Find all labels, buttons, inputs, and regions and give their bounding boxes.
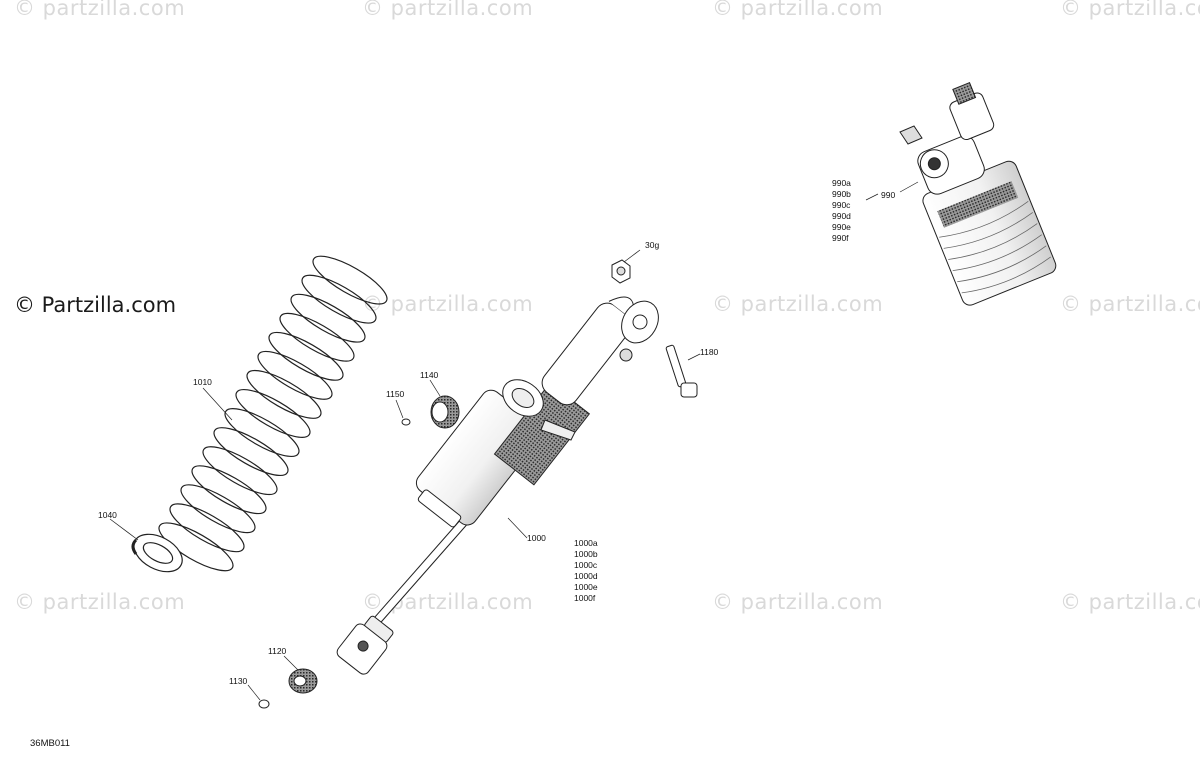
callout-1000-variant: 1000d	[574, 571, 598, 581]
adjuster-knob-1140	[430, 395, 460, 429]
callout-1000-variant: 1000f	[574, 593, 596, 603]
callout-990-variant: 990a	[832, 178, 851, 188]
callout-30g: 30g	[645, 240, 659, 250]
callout-990-variant: 990e	[832, 222, 851, 232]
retainer-clip-1040	[131, 533, 183, 573]
shock-absorber-1000	[336, 296, 659, 675]
callout-1010: 1010	[193, 377, 212, 387]
callout-labels: 990 990a 990b 990c 990d 990e 990f 30g 11…	[98, 178, 895, 686]
callout-990-variant: 990d	[832, 211, 851, 221]
diagram-code: 36MB011	[30, 738, 70, 749]
shock-assembly-990	[899, 81, 1057, 306]
callout-1180: 1180	[700, 347, 719, 357]
callout-1000-variant: 1000e	[574, 582, 598, 592]
watermark: © partzilla.com	[14, 590, 186, 614]
callout-990-variant: 990c	[832, 200, 851, 210]
callout-1000-variant: 1000a	[574, 538, 598, 548]
callout-990-variant: 990b	[832, 189, 851, 199]
callout-1120: 1120	[268, 646, 287, 656]
callout-1000-variant: 1000b	[574, 549, 598, 559]
watermark: © partzilla.com	[712, 292, 884, 316]
screw-1130	[258, 699, 270, 709]
callout-1000: 1000	[527, 533, 546, 543]
callout-990: 990	[881, 190, 895, 200]
watermark: © partzilla.com	[14, 0, 186, 20]
leader-lines	[109, 181, 919, 701]
callout-1150: 1150	[386, 389, 405, 399]
callout-990-variant: 990f	[832, 233, 849, 243]
watermark: © partzilla.com	[362, 292, 534, 316]
watermark: © partzilla.com	[362, 0, 534, 20]
watermark: © partzilla.com	[712, 0, 884, 20]
callout-1040: 1040	[98, 510, 117, 520]
watermark: © partzilla.com	[1060, 0, 1200, 20]
nut-30g	[611, 259, 631, 284]
callout-1000-variant: 1000c	[574, 560, 598, 570]
bolt-1180	[665, 344, 698, 398]
adjuster-knob-1120	[288, 668, 318, 694]
watermark: © partzilla.com	[712, 590, 884, 614]
brand-watermark: © Partzilla.com	[14, 293, 177, 317]
coil-spring-1010	[158, 255, 388, 572]
watermark: © partzilla.com	[1060, 590, 1200, 614]
watermark: © partzilla.com	[1060, 292, 1200, 316]
callout-1140: 1140	[420, 370, 439, 380]
screw-1150	[401, 418, 411, 426]
callout-1130: 1130	[229, 676, 248, 686]
